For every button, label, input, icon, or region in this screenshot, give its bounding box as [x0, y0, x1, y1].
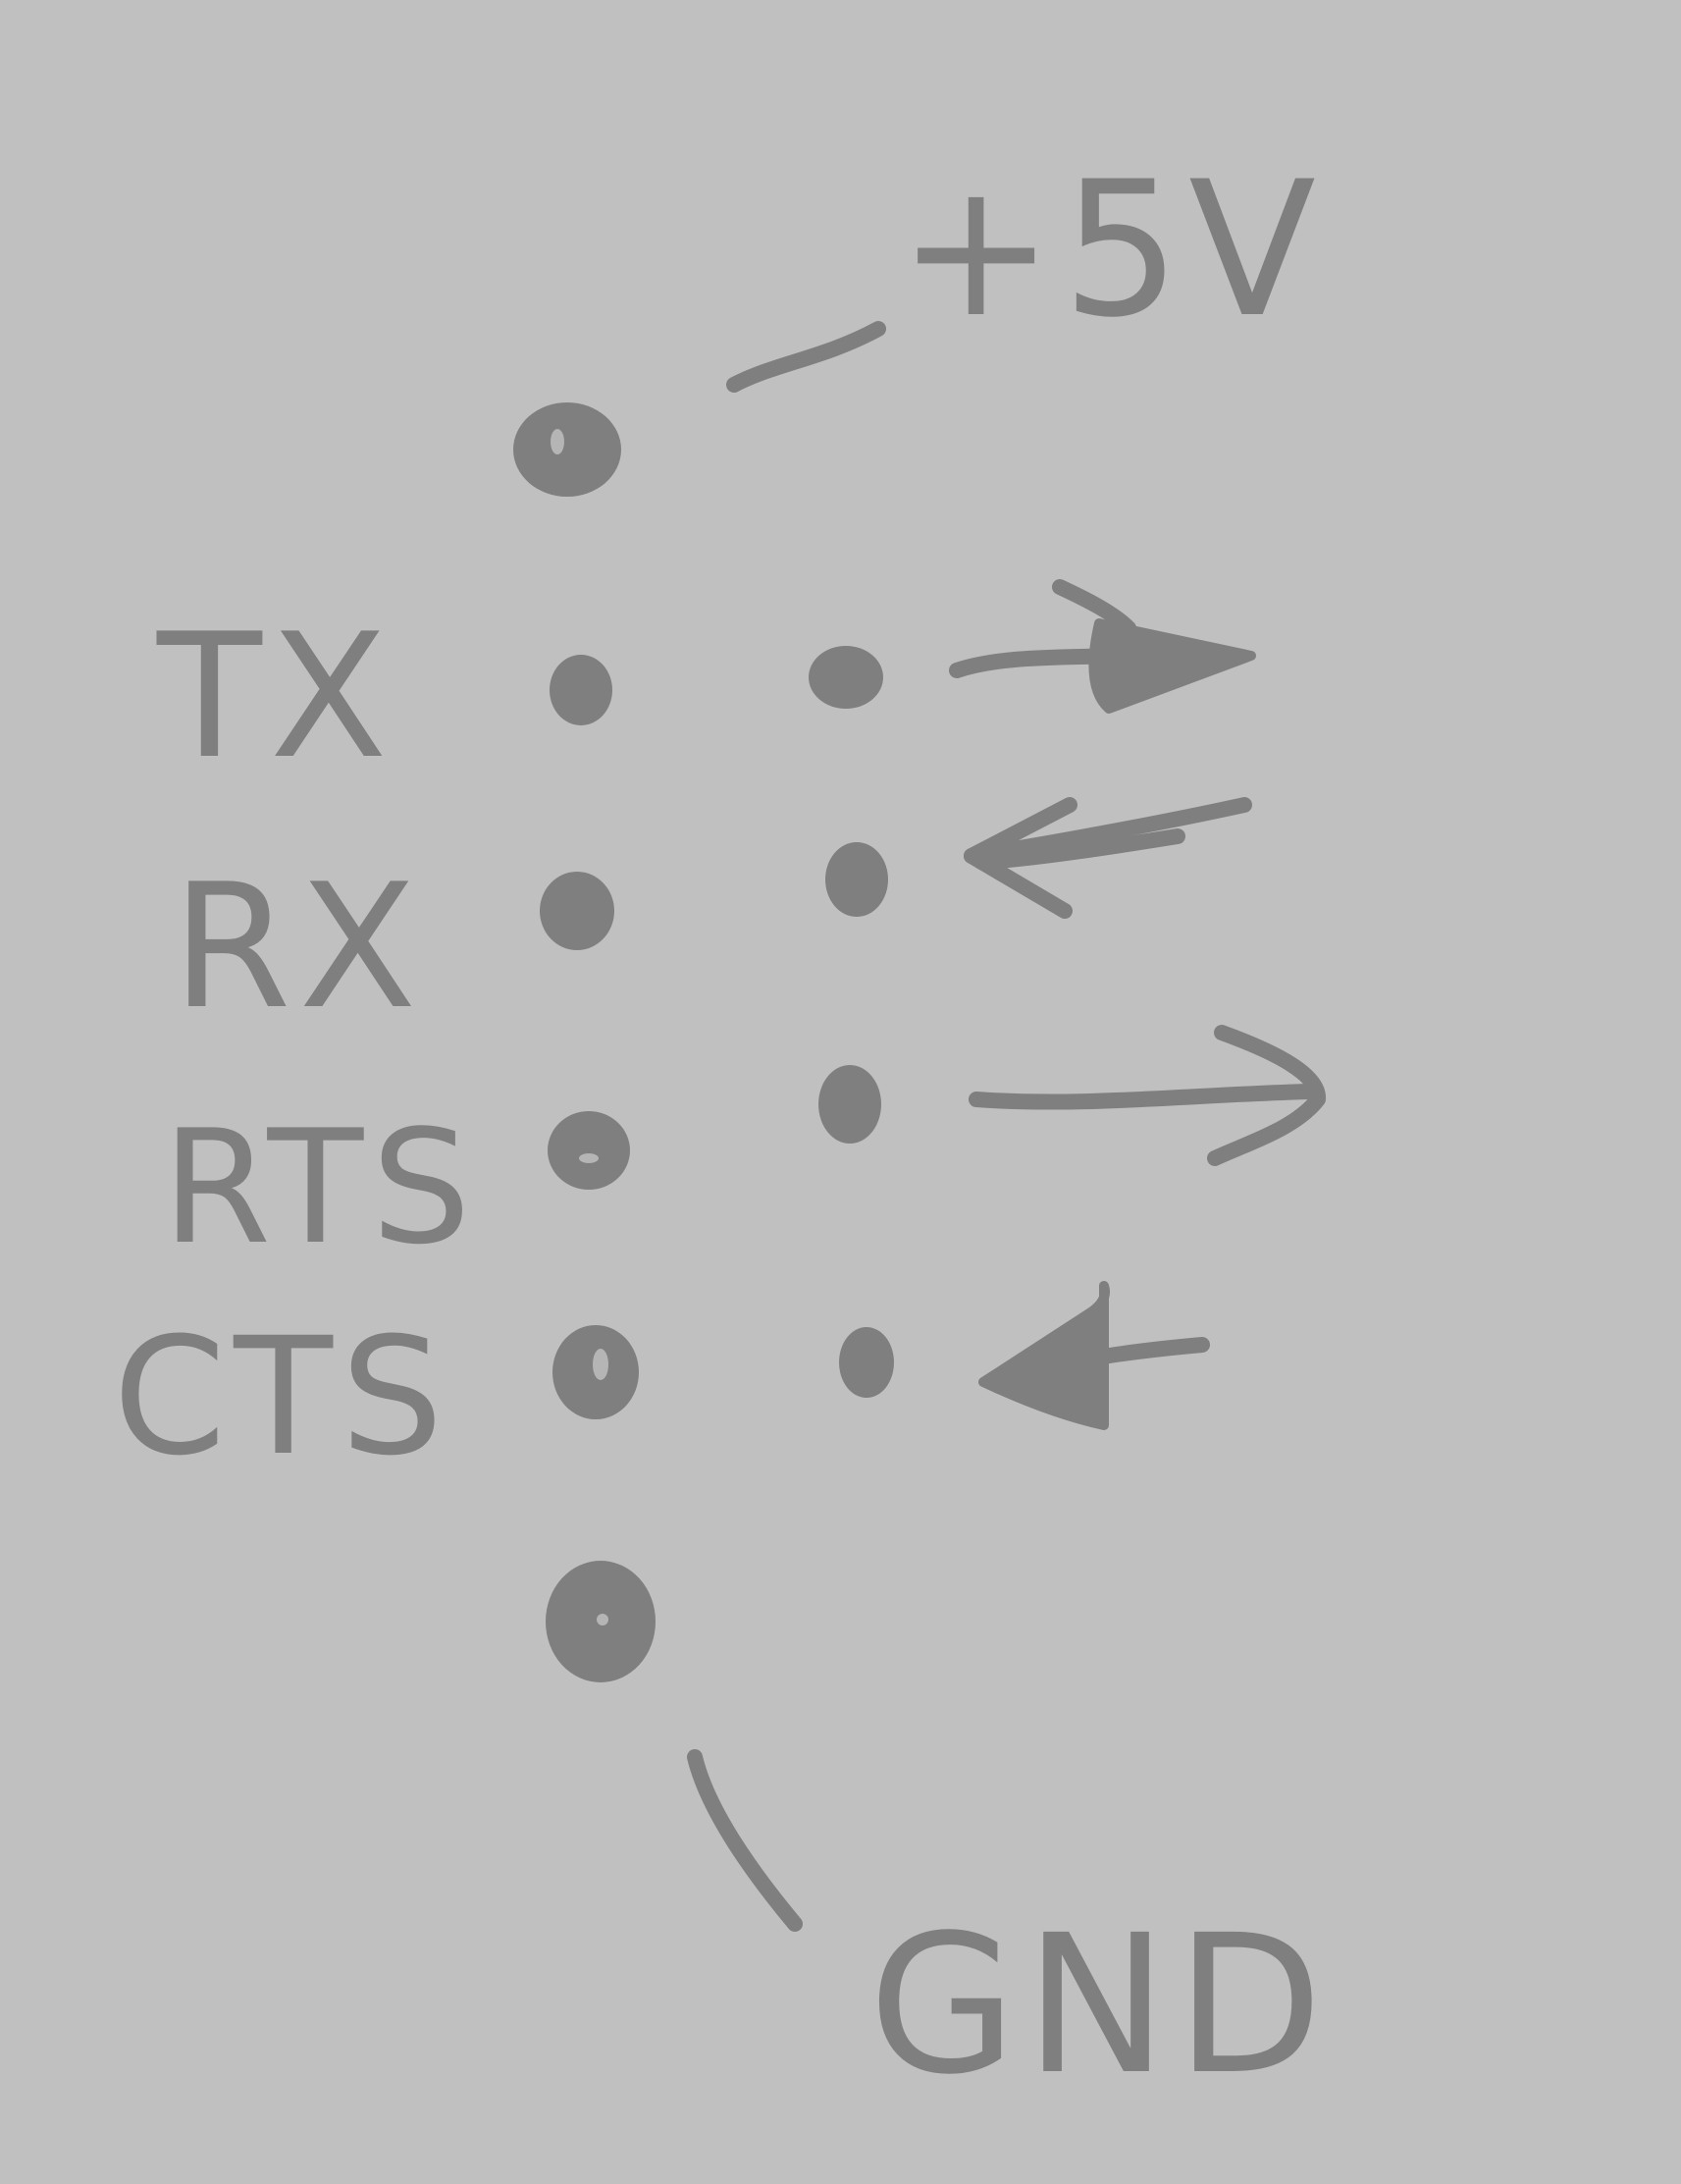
power-label: +5V: [898, 141, 1324, 358]
rx-arrow-in-icon: [964, 797, 1252, 919]
ground-pin: [546, 1561, 656, 1682]
signal-label-rx: RX: [172, 848, 424, 1047]
tx-right-pin: [809, 646, 883, 709]
tx-arrow-out-icon: [949, 579, 1256, 714]
power-leader-line: [726, 321, 886, 393]
rts-arrow-out-icon: [969, 1025, 1326, 1166]
signal-label-rts: RTS: [162, 1095, 479, 1279]
rts-pin: [548, 1111, 630, 1190]
tx-pin: [550, 655, 612, 725]
signal-label-cts: CTS: [113, 1303, 451, 1491]
ground-label: GND: [868, 1893, 1331, 2116]
cts-arrow-in-icon: [978, 1281, 1210, 1430]
cts-right-pin: [839, 1327, 894, 1398]
power-pin: [513, 402, 621, 497]
ground-leader-line: [687, 1749, 803, 1932]
rts-right-pin: [818, 1065, 881, 1144]
signal-label-tx: TX: [156, 598, 395, 797]
cts-pin: [552, 1325, 639, 1419]
rx-right-pin: [825, 842, 888, 917]
rx-pin: [540, 872, 614, 950]
